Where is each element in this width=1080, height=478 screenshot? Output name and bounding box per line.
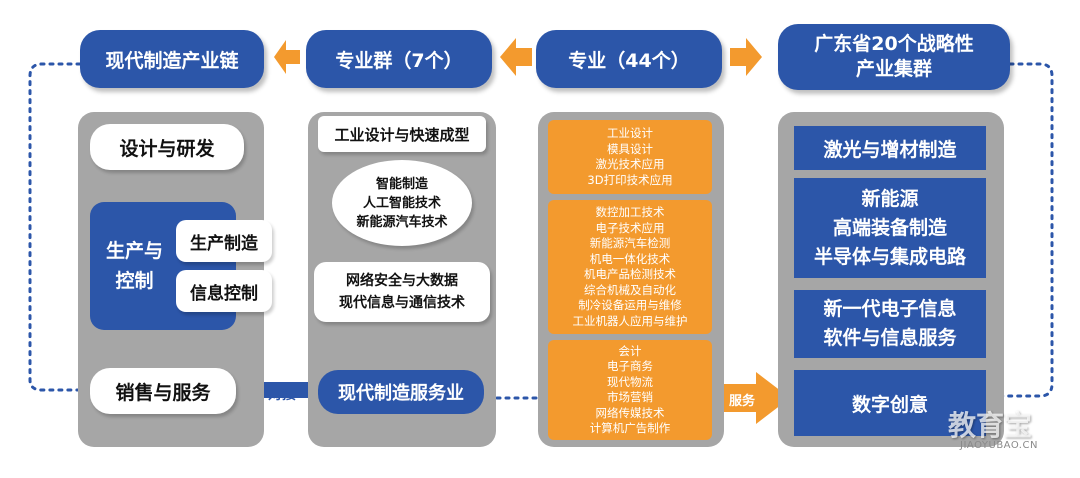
cluster-1-label: 激光与增材制造 bbox=[823, 138, 957, 161]
chain-sales: 销售与服务 bbox=[90, 368, 236, 414]
label-duijie: 对接 bbox=[262, 384, 302, 403]
watermark-url-text: JIAOYUBAO.CN bbox=[960, 440, 1038, 451]
group-2: 智能制造 人工智能技术 新能源汽车技术 bbox=[332, 160, 472, 246]
header-majors: 专业（44个） bbox=[536, 30, 722, 88]
header-groups-label: 专业群（7个） bbox=[335, 49, 463, 72]
chain-manufacturing-label: 生产制造 bbox=[190, 233, 258, 254]
chain-info-control: 信息控制 bbox=[176, 270, 272, 312]
chain-design-label: 设计与研发 bbox=[119, 137, 215, 160]
major-item: 激光技术应用 bbox=[595, 157, 665, 171]
major-item: 新能源汽车检测 bbox=[589, 236, 671, 250]
major-item: 制冷设备运用与维修 bbox=[578, 298, 682, 312]
group-2-line3: 新能源汽车技术 bbox=[356, 214, 448, 230]
label-fuwu: 服务 bbox=[722, 390, 762, 409]
header-clusters-line2: 产业集群 bbox=[855, 58, 932, 80]
major-item: 市场营销 bbox=[607, 390, 653, 404]
group-2-line2: 人工智能技术 bbox=[362, 195, 441, 211]
arrow-fuwu bbox=[712, 372, 790, 424]
chain-info-control-label: 信息控制 bbox=[190, 283, 258, 304]
header-chain-label: 现代制造产业链 bbox=[105, 49, 239, 72]
major-item: 会计 bbox=[618, 343, 642, 358]
group-2-line1: 智能制造 bbox=[375, 176, 428, 192]
arrow-to-chain bbox=[274, 40, 300, 74]
header-majors-label: 专业（44个） bbox=[568, 49, 690, 72]
arrow-to-clusters bbox=[730, 38, 762, 76]
major-item: 网络传媒技术 bbox=[595, 405, 665, 420]
cluster-3-line1: 新一代电子信息 bbox=[823, 298, 957, 320]
chain-production-line2: 控制 bbox=[115, 270, 154, 292]
major-item: 工业机器人应用与维护 bbox=[572, 313, 688, 328]
watermark-logo: 教育宝 bbox=[948, 404, 1068, 442]
cluster-2-line2: 高端装备制造 bbox=[832, 216, 947, 239]
group-3-line2: 现代信息与通信技术 bbox=[339, 295, 465, 311]
header-clusters-line1: 广东省20个战略性 bbox=[814, 33, 974, 55]
group-1: 工业设计与快速成型 bbox=[318, 116, 486, 152]
label-duijie-text: 对接 bbox=[268, 387, 296, 403]
major-item: 现代物流 bbox=[607, 374, 653, 389]
chain-design: 设计与研发 bbox=[90, 124, 244, 170]
major-item: 机电一体化技术 bbox=[589, 251, 671, 266]
major-item: 电子技术应用 bbox=[595, 220, 665, 235]
cluster-2-line3: 半导体与集成电路 bbox=[813, 245, 966, 268]
cluster-3: 新一代电子信息 软件与信息服务 bbox=[794, 290, 986, 358]
header-groups: 专业群（7个） bbox=[306, 30, 492, 88]
group-3-line1: 网络安全与大数据 bbox=[346, 273, 458, 289]
label-fuwu-text: 服务 bbox=[728, 394, 755, 409]
major-item: 模具设计 bbox=[606, 141, 653, 156]
dotted-loop-right bbox=[988, 62, 1054, 398]
major-item: 数控加工技术 bbox=[595, 205, 665, 219]
majors-box-2: 数控加工技术 电子技术应用 新能源汽车检测 机电一体化技术 机电产品检测技术 综… bbox=[548, 200, 712, 334]
major-item: 计算机广告制作 bbox=[589, 421, 671, 435]
group-3: 网络安全与大数据 现代信息与通信技术 bbox=[314, 262, 490, 322]
majors-box-3: 会计 电子商务 现代物流 市场营销 网络传媒技术 计算机广告制作 bbox=[548, 340, 712, 440]
watermark-logo-text: 教育宝 bbox=[948, 409, 1033, 442]
major-item: 电子商务 bbox=[607, 359, 653, 373]
watermark-url: JIAOYUBAO.CN bbox=[960, 440, 1070, 454]
header-chain: 现代制造产业链 bbox=[80, 30, 264, 88]
major-item: 综合机械及自动化 bbox=[584, 282, 676, 297]
major-item: 机电产品检测技术 bbox=[584, 267, 676, 281]
chain-production-line1: 生产与 bbox=[106, 240, 164, 262]
arrow-to-groups bbox=[500, 38, 532, 76]
chain-sales-label: 销售与服务 bbox=[115, 381, 211, 404]
chain-manufacturing: 生产制造 bbox=[176, 220, 272, 262]
major-item: 工业设计 bbox=[606, 126, 653, 140]
cluster-4: 数字创意 bbox=[794, 370, 986, 436]
header-clusters: 广东省20个战略性 产业集群 bbox=[778, 24, 1010, 90]
cluster-3-line2: 软件与信息服务 bbox=[823, 327, 957, 349]
cluster-2: 新能源 高端装备制造 半导体与集成电路 bbox=[794, 178, 986, 278]
dotted-loop-left bbox=[28, 62, 94, 392]
group-4: 现代制造服务业 bbox=[318, 370, 484, 414]
group-1-label: 工业设计与快速成型 bbox=[334, 125, 470, 144]
cluster-2-line1: 新能源 bbox=[861, 187, 919, 210]
cluster-1: 激光与增材制造 bbox=[794, 126, 986, 170]
majors-box-1: 工业设计 模具设计 激光技术应用 3D打印技术应用 bbox=[548, 120, 712, 194]
cluster-4-label: 数字创意 bbox=[851, 393, 928, 416]
group-4-label: 现代制造服务业 bbox=[338, 383, 464, 404]
major-item: 3D打印技术应用 bbox=[587, 172, 673, 187]
